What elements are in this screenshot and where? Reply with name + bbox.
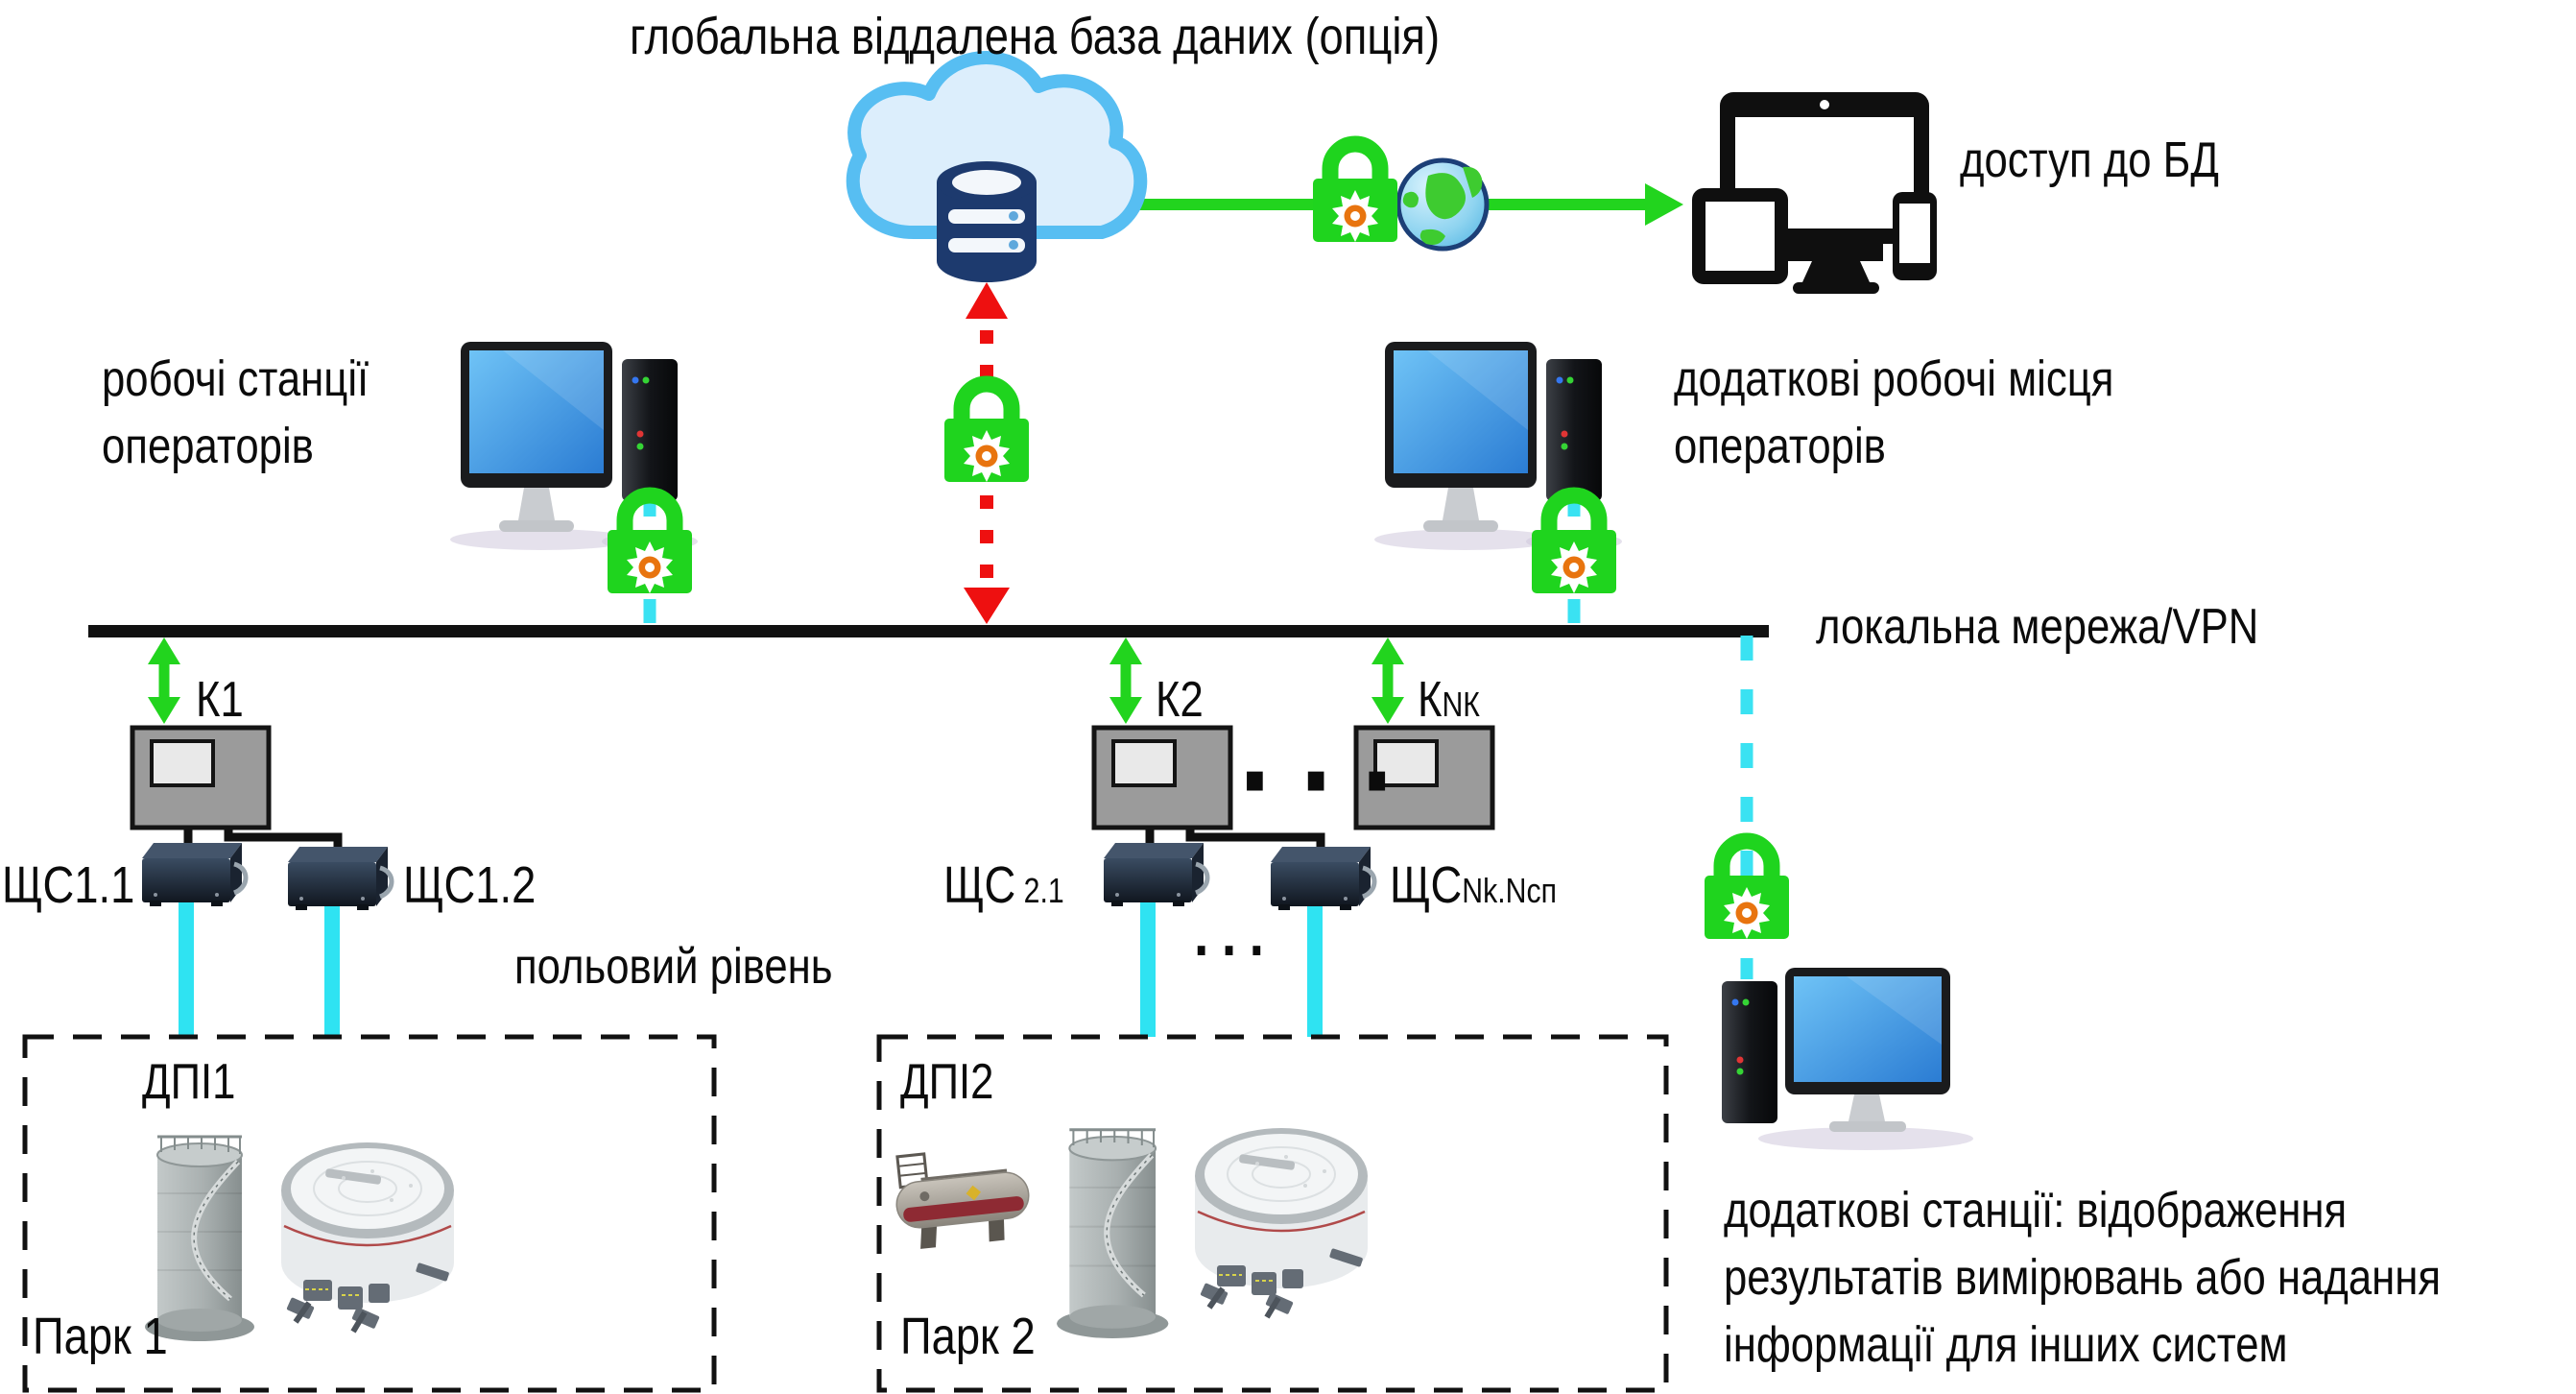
globe-icon (1395, 157, 1490, 252)
cabinet-box-sc11 (142, 843, 246, 906)
park2-vertical-tank (1057, 1130, 1168, 1338)
cabinet-scnk-sub: Nk.Nсп (1462, 871, 1557, 910)
controller-lan-arrow-knk (1371, 637, 1404, 724)
additional-station-pc-icon (1722, 968, 1973, 1150)
cloud-database-icon (846, 51, 1148, 282)
cabinet-sc21-sub: 2.1 (1023, 871, 1064, 910)
park2-dpi-label: ДПІ2 (900, 1054, 994, 1110)
controller-knk-sub: NК (1442, 685, 1480, 724)
field-level-label: польовий рівень (514, 939, 833, 995)
controller-box-k2 (1094, 728, 1230, 828)
additional-workstation-icon (1374, 342, 1622, 550)
parks-ellipsis: ... (1194, 898, 1277, 969)
controller-lan-arrow-k2 (1109, 637, 1142, 724)
controller-k1-label: К1 (196, 672, 244, 728)
diagram-title: глобальна віддалена база даних (опція) (630, 8, 1441, 65)
controller-knk-label: КNК (1418, 666, 1480, 733)
cabinet-sc11-label: ЩС1.1 (2, 856, 135, 914)
db-access-devices-icon (1692, 92, 1937, 294)
additional-stations-line2: результатів вимірювань або надання (1724, 1250, 2442, 1307)
controllers-ellipsis: ▪ ▪ ▪ (1244, 757, 1403, 801)
additional-stations-line3: інформації для інших систем (1724, 1317, 2288, 1374)
cabinet-box-scnk (1271, 847, 1374, 910)
cabinet-scnk-main: ЩС (1390, 856, 1463, 914)
right-workstations-label: додаткові робочі місця операторів (1674, 346, 2113, 480)
cabinet-scnk-label: ЩСNk.Nсп (1390, 851, 1557, 921)
park2-bullet-tank (890, 1142, 1035, 1253)
security-lock-icon-remote-db (944, 384, 1029, 482)
controller-box-k1 (132, 728, 269, 828)
additional-stations-line1: додаткові станції: відображення (1724, 1183, 2348, 1238)
cabinet-box-sc21 (1104, 843, 1207, 906)
network-label: локальна мережа/VPN (1816, 599, 2259, 655)
park1-name: Парк 1 (33, 1308, 168, 1365)
left-workstations-line1: робочі станції (102, 351, 370, 407)
right-workstations-line2: операторів (1674, 419, 1886, 475)
operator-workstation-icon (450, 342, 698, 550)
cabinet-sc21-main: ЩС (943, 856, 1016, 914)
park1-round-tank (281, 1142, 454, 1332)
remote-db-link-dotted (964, 282, 1010, 624)
cabinet-field-links (179, 893, 1323, 1037)
controller-k2-label: К2 (1156, 672, 1204, 728)
left-workstations-label: робочі станції операторів (102, 346, 369, 480)
security-lock-icon-internet (1313, 144, 1397, 242)
park1-dpi-label: ДПІ1 (142, 1054, 236, 1110)
park2-round-tank (1195, 1128, 1368, 1317)
park-boundaries (22, 1034, 1669, 1393)
park2-name: Парк 2 (900, 1308, 1036, 1365)
lan-bus-line (88, 625, 1769, 637)
cabinet-box-sc12 (288, 847, 392, 910)
left-workstations-line2: операторів (102, 419, 314, 475)
cabinet-sc12-label: ЩС1.2 (403, 856, 537, 914)
controller-lan-arrow-k1 (148, 637, 180, 724)
right-workstations-line1: додаткові робочі місця (1674, 351, 2114, 407)
additional-stations-label: додаткові станції: відображення результа… (1724, 1177, 2441, 1380)
controller-knk-main: К (1418, 672, 1443, 728)
db-access-label: доступ до БД (1960, 132, 2219, 188)
